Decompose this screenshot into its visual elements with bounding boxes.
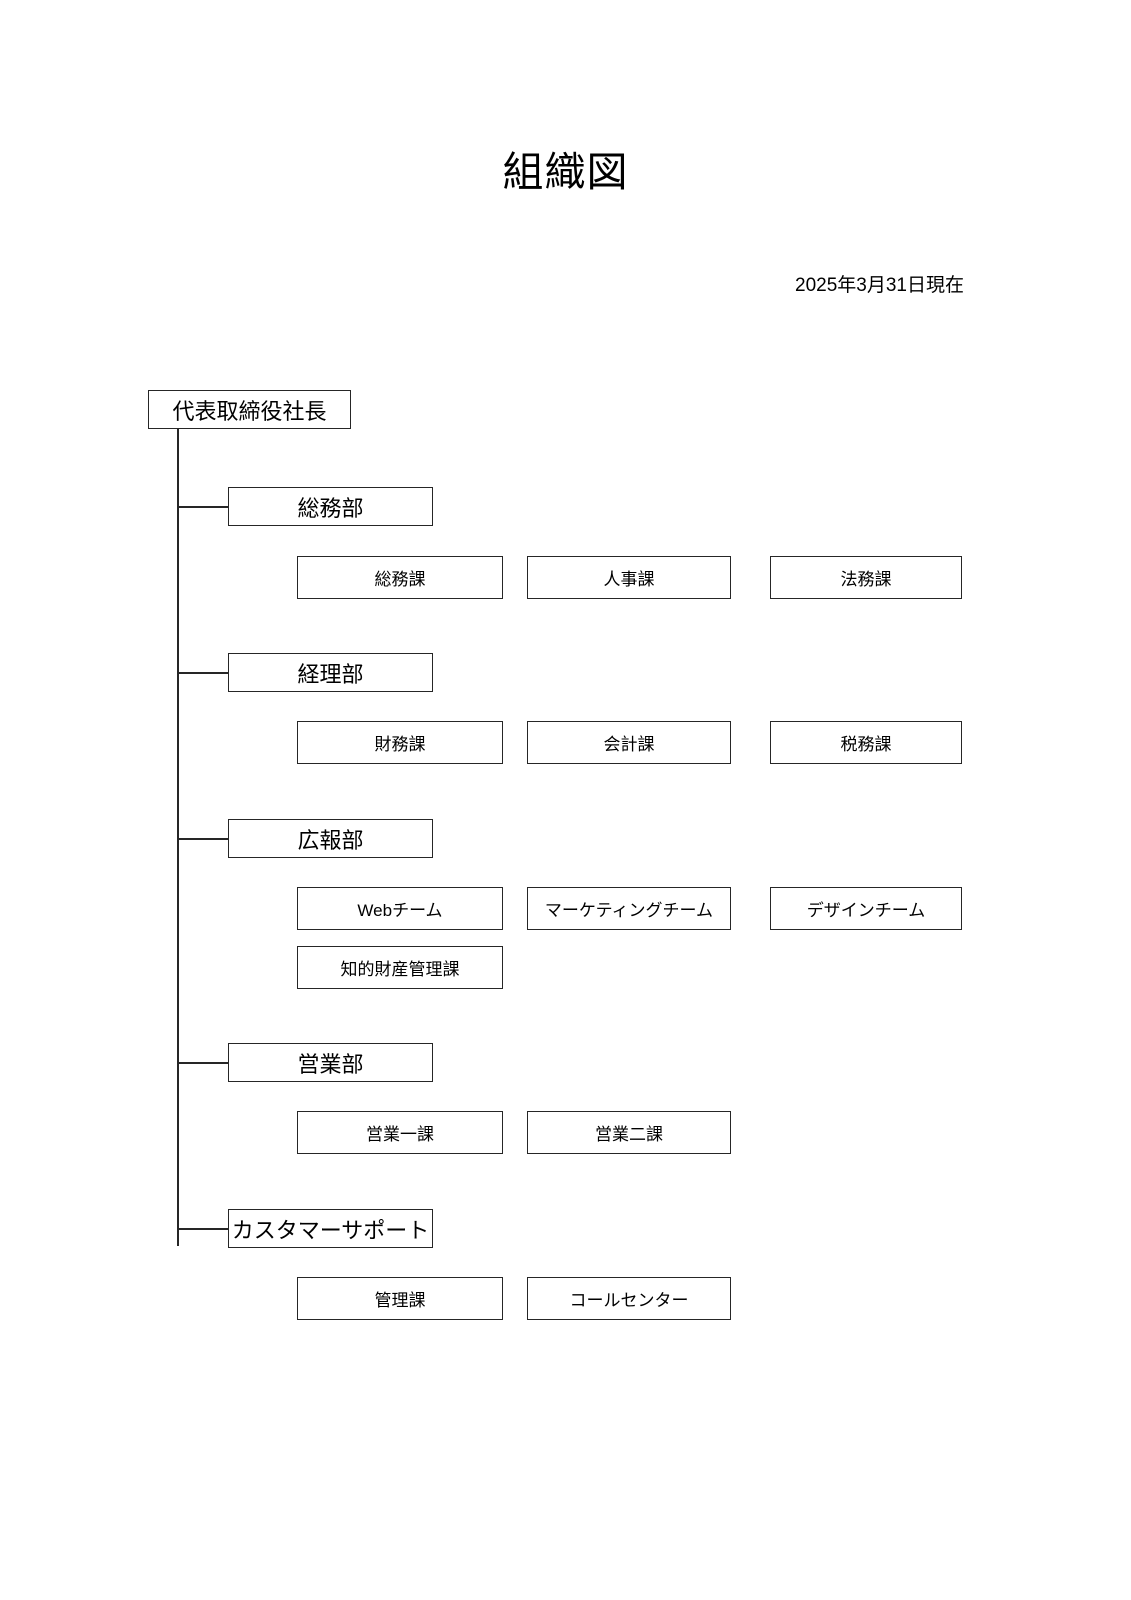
org-node-unit-3-4: 知的財産管理課	[297, 946, 503, 989]
org-node-department-1: 総務部	[228, 487, 433, 526]
org-node-unit-5-2: コールセンター	[527, 1277, 731, 1320]
org-node-department-3: 広報部	[228, 819, 433, 858]
org-node-department-2: 経理部	[228, 653, 433, 692]
org-node-unit-4-1: 営業一課	[297, 1111, 503, 1154]
org-node-unit-3-2: マーケティングチーム	[527, 887, 731, 930]
org-node-unit-5-1: 管理課	[297, 1277, 503, 1320]
org-node-department-4: 営業部	[228, 1043, 433, 1082]
org-node-unit-2-3: 税務課	[770, 721, 962, 764]
branch-connector-line-2	[177, 672, 229, 674]
branch-connector-line-3	[177, 838, 229, 840]
org-node-department-5: カスタマーサポート	[228, 1209, 433, 1248]
org-node-unit-4-2: 営業二課	[527, 1111, 731, 1154]
org-node-unit-1-3: 法務課	[770, 556, 962, 599]
branch-connector-line-4	[177, 1062, 229, 1064]
branch-connector-line-5	[177, 1228, 229, 1230]
page-title: 組織図	[502, 149, 629, 195]
org-node-root: 代表取締役社長	[148, 390, 351, 429]
org-node-unit-2-1: 財務課	[297, 721, 503, 764]
branch-connector-line-1	[177, 506, 229, 508]
org-node-unit-1-1: 総務課	[297, 556, 503, 599]
org-node-unit-3-1: Webチーム	[297, 887, 503, 930]
as-of-date-label: 2025年3月31日現在	[795, 275, 964, 296]
trunk-connector-line	[177, 429, 179, 1246]
org-node-unit-1-2: 人事課	[527, 556, 731, 599]
org-node-unit-2-2: 会計課	[527, 721, 731, 764]
org-node-unit-3-3: デザインチーム	[770, 887, 962, 930]
